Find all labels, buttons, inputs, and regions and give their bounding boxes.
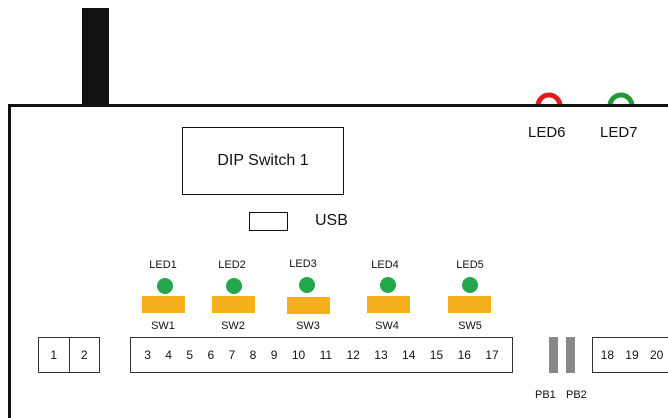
terminal-pin: 3 bbox=[144, 348, 151, 362]
led1-icon bbox=[157, 278, 173, 294]
switch1-bar bbox=[142, 296, 185, 313]
switch3-bar bbox=[287, 297, 330, 314]
led3-label: LED3 bbox=[289, 258, 317, 270]
led3-icon bbox=[299, 277, 315, 293]
led7-label: LED7 bbox=[600, 124, 638, 141]
led2-icon bbox=[226, 278, 242, 294]
terminal-pin: 10 bbox=[291, 348, 306, 362]
terminal-pin: 8 bbox=[249, 348, 257, 362]
switch5-label: SW5 bbox=[458, 320, 482, 332]
terminal-pin: 5 bbox=[186, 348, 194, 362]
led5-icon bbox=[462, 277, 478, 293]
side-led-leads bbox=[535, 92, 635, 107]
led4-label: LED4 bbox=[371, 259, 399, 271]
push-button-2 bbox=[566, 337, 575, 373]
switch2-label: SW2 bbox=[221, 320, 245, 332]
terminal-pin: 19 bbox=[625, 348, 639, 362]
terminal-pin: 16 bbox=[457, 348, 471, 362]
switch4-label: SW4 bbox=[375, 320, 399, 332]
terminal-pin: 13 bbox=[374, 348, 388, 362]
terminal-pin: 11 bbox=[319, 348, 333, 362]
terminal-pin: 15 bbox=[429, 348, 444, 362]
push-button-1 bbox=[549, 337, 558, 373]
terminal-pin: 20 bbox=[649, 348, 664, 362]
led6-label: LED6 bbox=[528, 124, 566, 141]
antenna bbox=[82, 8, 109, 106]
terminal-pin: 4 bbox=[165, 348, 172, 362]
led4-icon bbox=[380, 277, 396, 293]
terminal-pin: 2 bbox=[68, 338, 100, 372]
led5-label: LED5 bbox=[456, 259, 484, 271]
led1-label: LED1 bbox=[149, 259, 177, 271]
terminal-pin: 18 bbox=[600, 348, 614, 362]
usb-label: USB bbox=[315, 212, 348, 229]
led7-icon bbox=[607, 92, 635, 107]
push-button-1-label: PB1 bbox=[535, 389, 556, 401]
led6-icon bbox=[535, 92, 563, 107]
terminal-block-c: 18 19 20 bbox=[592, 337, 668, 373]
terminal-pin: 7 bbox=[228, 348, 236, 362]
terminal-pin: 12 bbox=[346, 348, 360, 362]
switch2-bar bbox=[212, 296, 255, 313]
terminal-pin: 14 bbox=[402, 348, 416, 362]
switch3-label: SW3 bbox=[296, 320, 320, 332]
led2-label: LED2 bbox=[218, 259, 246, 271]
terminal-pin: 9 bbox=[270, 348, 278, 362]
usb-port bbox=[249, 212, 288, 231]
terminal-pin: 1 bbox=[50, 348, 58, 362]
terminal-block-b: 3 4 5 6 7 8 9 10 11 12 13 14 15 16 17 bbox=[130, 337, 513, 373]
dip-switch-label: DIP Switch 1 bbox=[217, 152, 309, 169]
switch1-label: SW1 bbox=[151, 320, 175, 332]
dip-switch-box: DIP Switch 1 bbox=[182, 127, 344, 195]
terminal-block-a: 1 2 bbox=[38, 337, 100, 373]
switch5-bar bbox=[448, 296, 491, 313]
terminal-pin: 6 bbox=[207, 348, 215, 362]
terminal-pin: 17 bbox=[485, 348, 499, 362]
push-button-2-label: PB2 bbox=[566, 389, 587, 401]
switch4-bar bbox=[367, 296, 410, 313]
